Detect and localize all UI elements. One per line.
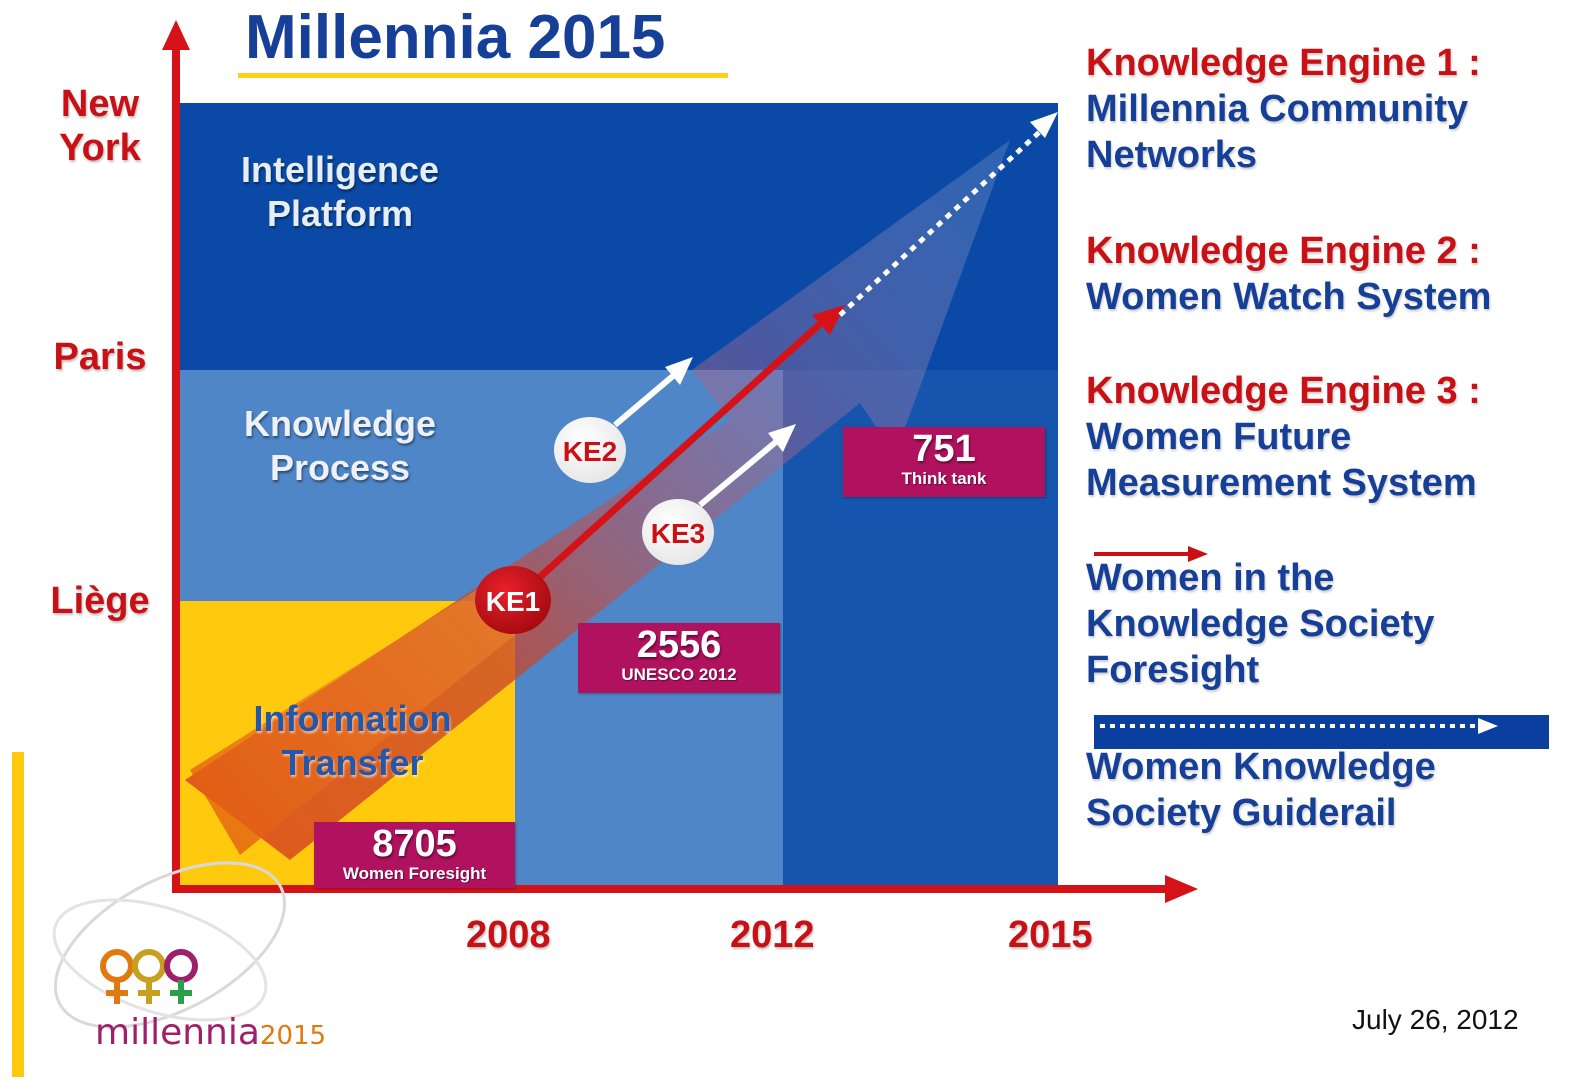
badge-women-foresight: 8705 Women Foresight [314,822,515,888]
logo-text: millennia2015 [95,1012,326,1053]
badge-think-tank-label: Think tank [901,469,987,488]
ke3-white-arrowhead [768,424,796,452]
legend-guiderail-arrowhead [1478,718,1498,734]
zone-label-intelligence-platform: Intelligence Platform [240,149,440,234]
zone-label-information-transfer: Information Transfer [253,698,452,783]
badge-unesco-2012-number: 2556 [636,624,722,666]
city-new-york: New York [59,83,141,169]
page-title: Millennia 2015 [245,3,666,72]
ke3-label: KE3 [651,518,705,549]
badge-unesco-2012-label: UNESCO 2012 [621,665,737,684]
dotted-guiderail-arrowhead [1030,112,1058,138]
ke2-circle [554,417,626,483]
year-2015: 2015 [1008,914,1093,956]
legend-guiderail-bar [1094,715,1549,749]
legend-red-arrowhead [1188,546,1208,562]
ke1-label: KE1 [486,586,540,617]
city-liege: Liège [50,580,150,622]
ke2-label: KE2 [563,436,617,467]
date-label: July 26, 2012 [1352,1004,1519,1035]
badge-unesco-2012: 2556 UNESCO 2012 [578,623,780,693]
ke1-circle [475,566,551,634]
red-trend-arrowhead [812,305,845,335]
dotted-guiderail-line [838,125,1047,317]
city-paris: Paris [53,336,147,378]
logo-text-millennia: millennia [95,1012,260,1053]
legend-guiderail-label: Women Knowledge Society Guiderail [1086,746,1436,834]
y-axis-arrowhead [162,20,190,50]
zone-label-knowledge-process: Knowledge Process [243,403,436,488]
x-axis-arrowhead [1165,875,1198,903]
ke2-white-arrow-line [613,367,682,428]
badge-women-foresight-label: Women Foresight [342,864,487,883]
logo-orbit-1 [53,861,287,1029]
logo-yellow-bar [12,752,24,1077]
logo-text-2015: 2015 [259,1021,327,1051]
ke2-white-arrowhead [665,357,693,385]
badge-women-foresight-number: 8705 [372,823,457,865]
legend-ke1-heading: Knowledge Engine 1 : [1086,42,1481,84]
legend-red-arrow-label: Women in the Knowledge Society Foresight [1086,557,1435,691]
title-underline [238,73,728,78]
legend-ke2-body: Women Watch System [1086,276,1492,318]
year-2008: 2008 [466,914,551,956]
badge-think-tank: 751 Think tank [843,427,1045,497]
ke3-circle [642,499,714,565]
logo-orbit-2 [52,898,268,1022]
red-trend-line [517,321,823,598]
lower-growth-arrow [190,575,540,855]
badge-think-tank-number: 751 [912,428,976,470]
legend-ke1-body: Millennia Community Networks [1086,88,1469,176]
legend-ke3-heading: Knowledge Engine 3 : [1086,370,1481,412]
year-2012: 2012 [730,914,815,956]
legend-ke2-heading: Knowledge Engine 2 : [1086,230,1481,272]
ke3-white-arrow-line [698,433,785,508]
legend-ke3-body: Women Future Measurement System [1086,416,1477,504]
logo-venus-icons [100,949,198,1004]
